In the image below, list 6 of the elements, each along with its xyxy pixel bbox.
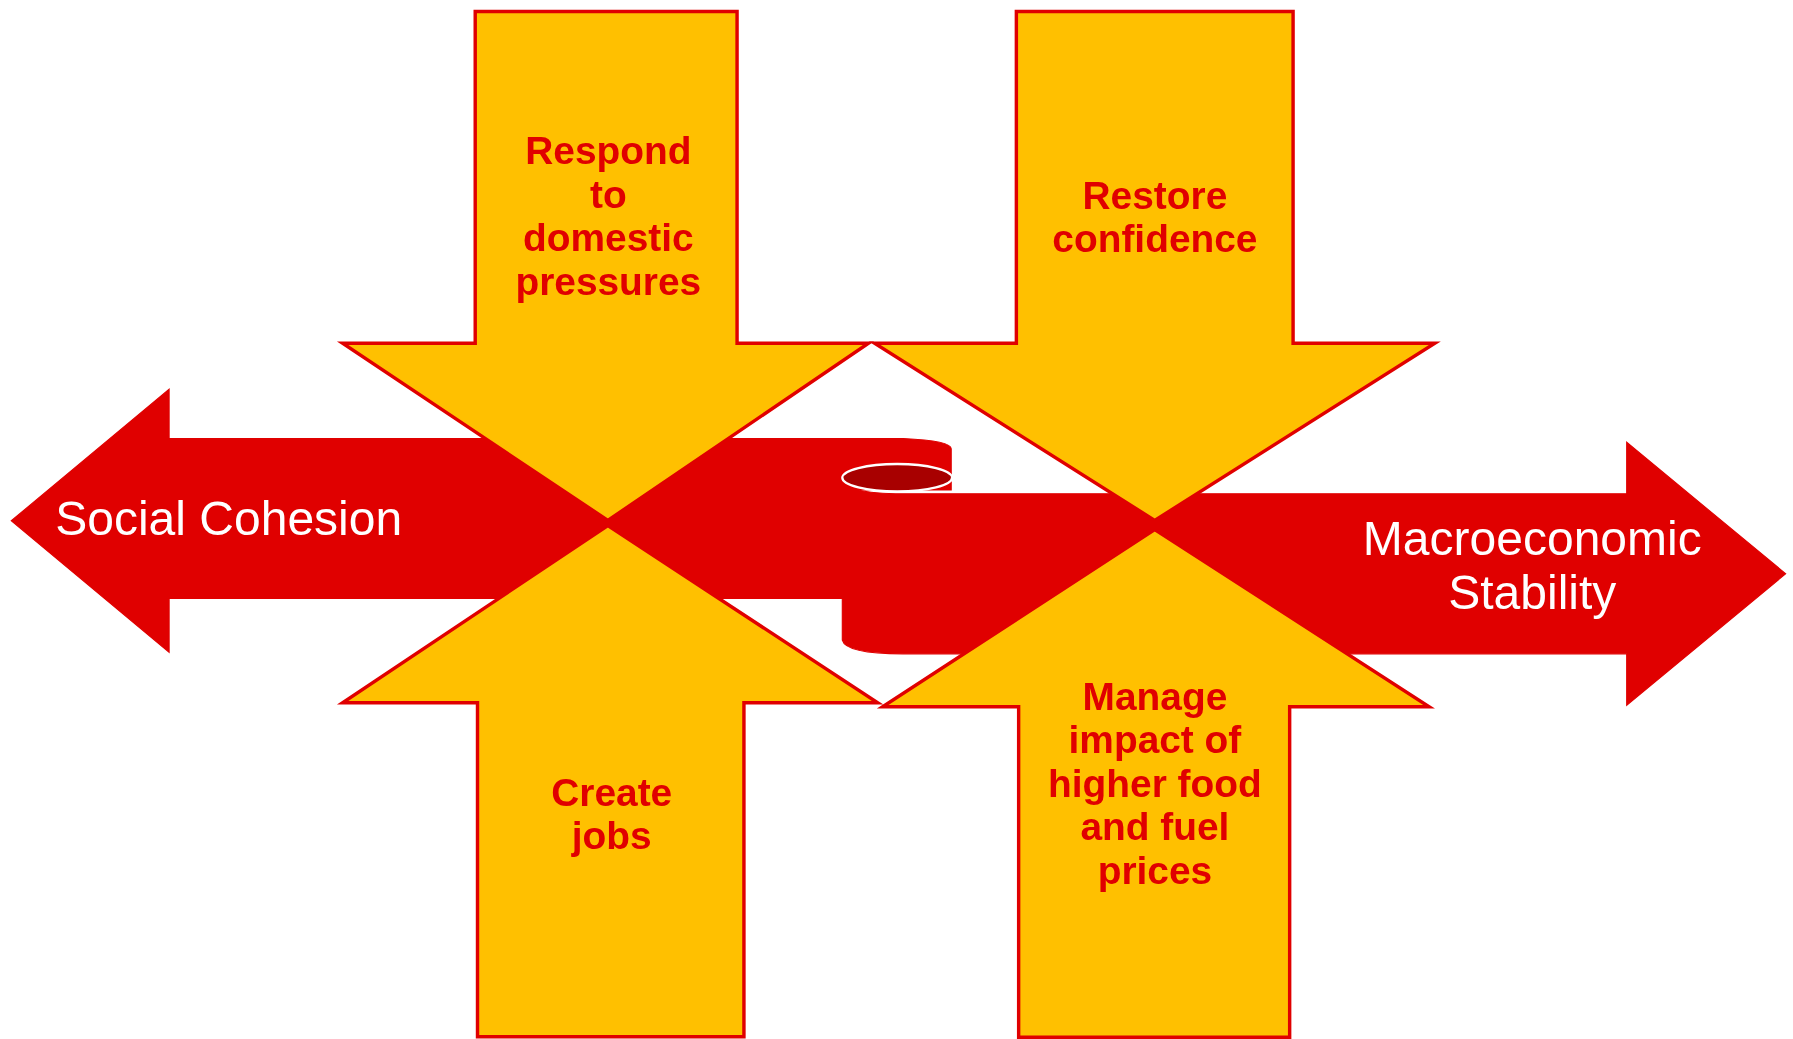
band-label: Social Cohesion: [54, 491, 404, 546]
band-label: Macroeconomic Stability: [1361, 512, 1703, 620]
arrow-label: Respond to domestic pressures: [514, 129, 703, 304]
arrow-label: Create jobs: [550, 770, 674, 858]
arrow-label: Restore confidence: [1051, 173, 1259, 261]
arrow-label: Manage impact of higher food and fuel prices: [1047, 674, 1263, 893]
